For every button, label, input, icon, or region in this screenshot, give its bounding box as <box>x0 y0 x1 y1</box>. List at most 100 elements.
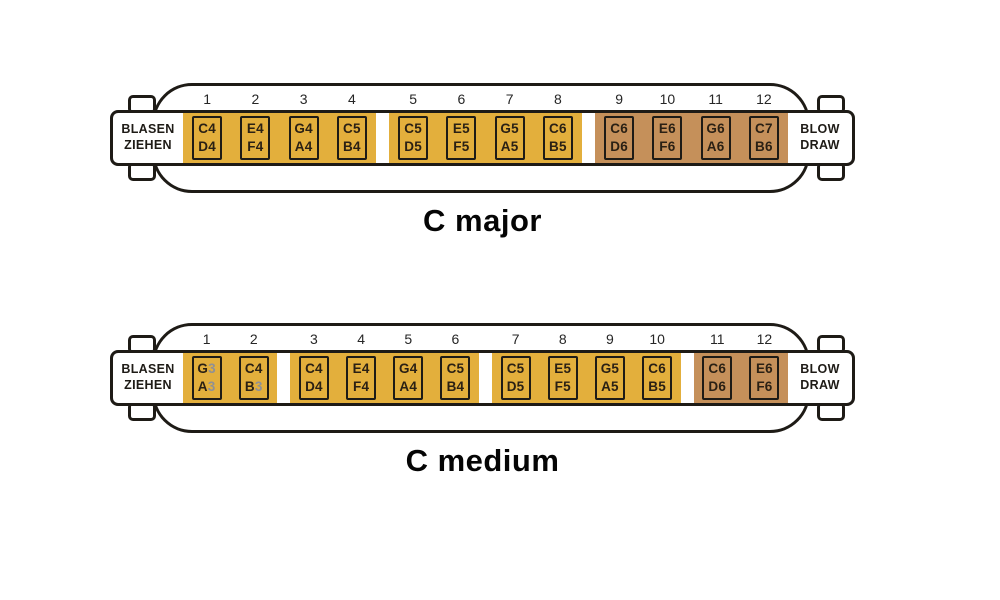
label-blow-draw: BLOW DRAW <box>788 113 852 163</box>
draw-note: B5 <box>648 379 666 394</box>
harmonica-diagram: BLASEN ZIEHEN 1 G3 A3 2 C4 B3 3 C4 D4 4 … <box>110 323 855 533</box>
group-gap <box>277 353 291 403</box>
hole-unit: 3 G4 A4 <box>280 91 328 163</box>
hole-unit: 3 C4 D4 <box>290 331 337 403</box>
label-line: BLOW <box>800 362 840 377</box>
hole-unit: 2 C4 B3 <box>230 331 277 403</box>
hole-number: 1 <box>203 91 212 107</box>
blow-note: E4 <box>352 361 370 377</box>
hole-number: 8 <box>558 331 567 347</box>
hole-number: 3 <box>310 331 318 347</box>
note-cell: G5 A5 <box>494 116 525 160</box>
draw-note: A4 <box>399 379 418 394</box>
draw-note: A5 <box>500 139 519 154</box>
note-cell: C6 B5 <box>542 116 573 160</box>
blow-note: C5 <box>404 121 422 137</box>
draw-note: B5 <box>549 139 567 154</box>
blow-note: C5 <box>506 361 525 377</box>
blow-note: C5 <box>446 361 465 377</box>
hole-unit: 4 E4 F4 <box>338 331 385 403</box>
blow-note: G4 <box>294 121 313 137</box>
octave-digit: 3 <box>208 361 216 377</box>
hole-number: 12 <box>756 331 773 347</box>
draw-note: A5 <box>601 379 619 394</box>
mouthpiece-strip: BLASEN ZIEHEN 1 C4 D4 2 E4 F4 3 G4 A4 4 … <box>110 91 855 166</box>
group-gap <box>376 113 389 163</box>
blow-note: C6 <box>708 361 727 377</box>
blow-note: C4 <box>198 121 216 137</box>
note-cell: E5 F5 <box>547 356 578 400</box>
hole-number: 5 <box>404 331 413 347</box>
note-cell: C6 D6 <box>702 356 733 400</box>
blow-note: G5 <box>600 361 620 377</box>
note-cell: C5 D5 <box>500 356 531 400</box>
hole-unit: 11 C6 D6 <box>694 331 741 403</box>
draw-note: D5 <box>506 379 525 394</box>
draw-note: B3 <box>244 379 263 394</box>
group-gap <box>582 113 595 163</box>
draw-note: F5 <box>453 139 470 154</box>
hole-group: 5 C5 D5 6 E5 F5 7 G5 A5 8 C6 B5 <box>389 91 582 163</box>
label-line: DRAW <box>800 378 840 392</box>
hole-number: 8 <box>553 91 562 107</box>
hole-number: 3 <box>299 91 308 107</box>
label-line: BLASEN <box>121 122 175 137</box>
note-cell: C7 B6 <box>748 116 779 160</box>
hole-unit: 9 G5 A5 <box>586 331 633 403</box>
label-line: ZIEHEN <box>124 378 172 392</box>
note-cell: G4 A4 <box>393 356 424 400</box>
note-cell: G3 A3 <box>191 356 222 400</box>
tuning-title: C medium <box>405 443 560 478</box>
note-cell: C5 B4 <box>440 356 471 400</box>
hole-number: 11 <box>708 91 723 107</box>
hole-unit: 10 C6 B5 <box>634 331 681 403</box>
blow-note: C7 <box>755 121 773 137</box>
hole-unit: 4 C5 B4 <box>328 91 376 163</box>
label-line: ZIEHEN <box>124 138 172 152</box>
hole-number: 9 <box>606 331 614 347</box>
tuning-title: C major <box>423 203 542 238</box>
draw-note: B6 <box>755 139 773 154</box>
label-blow-draw: BLOW DRAW <box>788 353 852 403</box>
hole-unit: 6 C5 B4 <box>432 331 479 403</box>
blow-note: E5 <box>554 361 572 377</box>
hole-unit: 7 C5 D5 <box>492 331 539 403</box>
hole-unit: 8 C6 B5 <box>534 91 582 163</box>
draw-note: A3 <box>197 379 216 394</box>
hole-group: 3 C4 D4 4 E4 F4 5 G4 A4 6 C5 B4 <box>290 331 479 403</box>
draw-note: F6 <box>756 379 773 394</box>
hole-number: 4 <box>357 331 365 347</box>
blow-note: G6 <box>706 121 725 137</box>
note-cell: E6 F6 <box>749 356 780 400</box>
note-cell: E6 F6 <box>652 116 683 160</box>
group-gap <box>680 353 694 403</box>
hole-cells: 1 G3 A3 2 C4 B3 3 C4 D4 4 E4 F4 5 G4 A4 <box>183 331 788 403</box>
note-cell: G5 A5 <box>594 356 625 400</box>
hole-number: 7 <box>505 91 514 107</box>
hole-unit: 11 G6 A6 <box>692 91 740 163</box>
draw-note: B4 <box>343 139 361 154</box>
hole-number: 11 <box>709 331 725 347</box>
blow-note: C4 <box>244 361 263 377</box>
note-cell: G6 A6 <box>700 116 731 160</box>
blow-note: C6 <box>549 121 567 137</box>
label-blasen-ziehen: BLASEN ZIEHEN <box>113 353 183 403</box>
hole-number: 2 <box>251 91 260 107</box>
label-line: DRAW <box>800 138 840 152</box>
blow-note: E6 <box>658 121 676 137</box>
draw-note: D4 <box>305 379 323 394</box>
note-cell: C5 D5 <box>398 116 429 160</box>
note-cell: E5 F5 <box>446 116 477 160</box>
hole-group: 1 C4 D4 2 E4 F4 3 G4 A4 4 C5 B4 <box>183 91 376 163</box>
hole-unit: 12 C7 B6 <box>740 91 788 163</box>
note-cell: G4 A4 <box>288 116 319 160</box>
blow-note: C6 <box>648 361 666 377</box>
hole-number: 5 <box>409 91 418 107</box>
hole-group: 1 G3 A3 2 C4 B3 <box>183 331 278 403</box>
note-cell: E4 F4 <box>240 116 271 160</box>
draw-note: A4 <box>294 139 313 154</box>
harmonica: BLASEN ZIEHEN 1 C4 D4 2 E4 F4 3 G4 A4 4 … <box>110 83 855 195</box>
blow-note: C5 <box>343 121 361 137</box>
hole-group: 7 C5 D5 8 E5 F5 9 G5 A5 10 C6 B5 <box>492 331 681 403</box>
